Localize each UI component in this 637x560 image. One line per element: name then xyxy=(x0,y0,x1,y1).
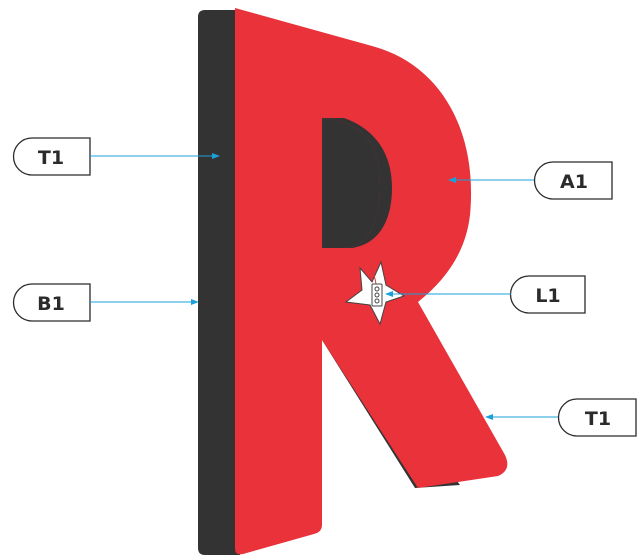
led-diode-1 xyxy=(374,286,380,292)
callout-t1-bottom: T1 xyxy=(485,398,637,437)
callout-b1: B1 xyxy=(12,283,199,322)
callout-b1-label: B1 xyxy=(37,293,65,315)
led-module xyxy=(344,260,406,326)
callout-l1: L1 xyxy=(385,275,586,314)
led-diode-2 xyxy=(374,292,380,298)
led-board xyxy=(371,283,383,307)
callout-a1-label: A1 xyxy=(560,171,588,193)
letter-side-return xyxy=(198,10,240,555)
callout-a1-tag xyxy=(533,161,613,200)
callout-t1-bottom-label: T1 xyxy=(585,408,611,430)
counter-inner-shadow xyxy=(322,118,392,248)
callout-l1-tag xyxy=(509,275,586,314)
callout-t1-top-tag xyxy=(12,137,91,176)
callout-a1: A1 xyxy=(448,161,613,200)
callout-b1-tag xyxy=(12,283,91,322)
callout-t1-top: T1 xyxy=(12,137,220,176)
led-diode-3 xyxy=(374,298,380,304)
led-wire xyxy=(369,265,377,285)
callout-t1-bottom-tag xyxy=(557,398,637,437)
callout-t1-top-label: T1 xyxy=(38,147,64,169)
callout-l1-label: L1 xyxy=(535,285,560,307)
